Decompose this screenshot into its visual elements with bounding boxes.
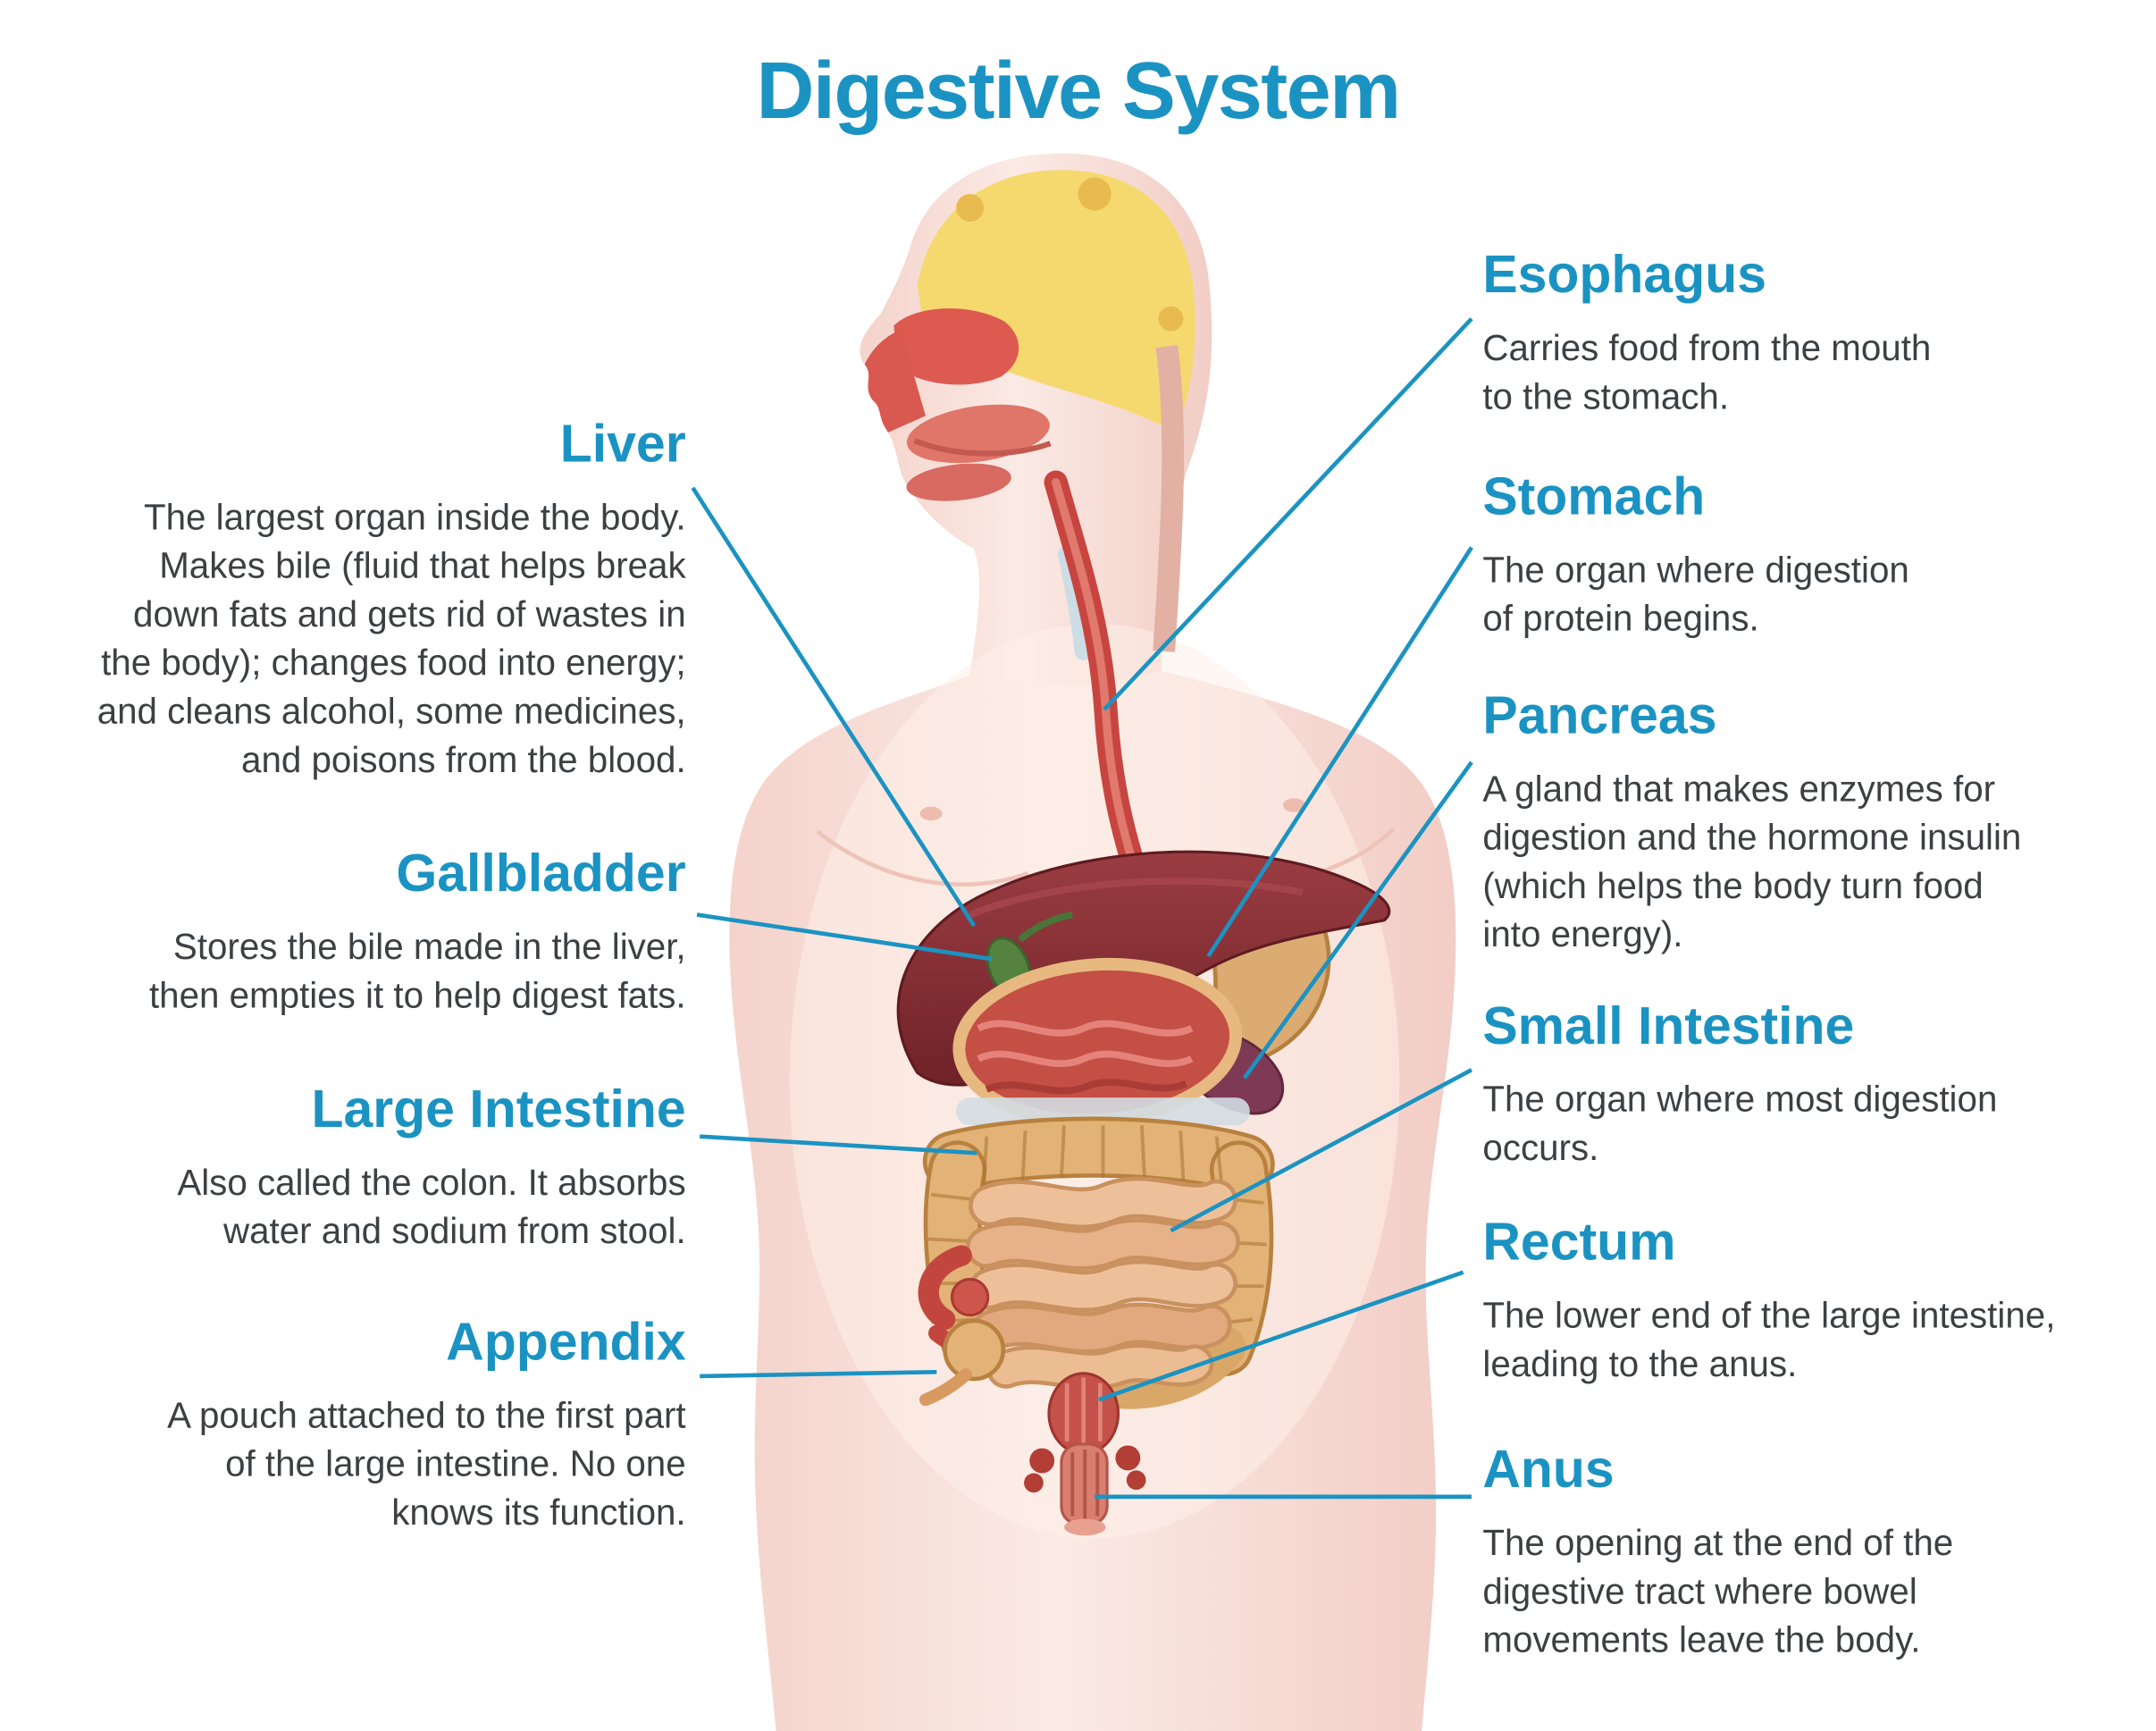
- esophagus-heading: Esophagus: [1482, 247, 1766, 306]
- stomach-leader-line: [1206, 546, 1473, 958]
- label-appendix: Appendix A pouch attached to the first p…: [0, 1314, 686, 1536]
- label-pancreas: Pancreas A gland that makes enzymes for …: [1482, 687, 2156, 958]
- appendix-illustration: [919, 1368, 972, 1407]
- small-intestine-description: The organ where most digestion occurs.: [1482, 1078, 1998, 1168]
- large-intestine-description: Also called the colon. It absorbs water …: [177, 1161, 686, 1251]
- nipple-left: [919, 806, 943, 821]
- liver-description: The largest organ inside the body. Makes…: [96, 495, 686, 780]
- label-stomach: Stomach The organ where digestion of pro…: [1482, 468, 2156, 643]
- label-liver: Liver The largest organ inside the body.…: [0, 416, 686, 784]
- gallbladder-leader-line: [696, 912, 993, 962]
- skull-bone: [917, 170, 1195, 433]
- appendix-leader-line: [700, 1369, 937, 1379]
- esophagus-leader-line: [1103, 317, 1473, 711]
- spine: [1153, 345, 1185, 652]
- label-large-intestine: Large Intestine Also called the colon. I…: [0, 1080, 686, 1256]
- label-gallbladder: Gallbladder Stores the bile made in the …: [0, 845, 686, 1020]
- small-intestine-coils: [965, 1176, 1240, 1391]
- esophagus-description: Carries food from the mouth to the stoma…: [1482, 326, 1932, 417]
- stomach-heading: Stomach: [1482, 468, 1706, 527]
- head-cross-section: [864, 170, 1195, 652]
- large-intestine-heading: Large Intestine: [311, 1080, 686, 1139]
- gallbladder-heading: Gallbladder: [396, 844, 686, 904]
- label-small-intestine: Small Intestine The organ where most dig…: [1482, 998, 2156, 1172]
- stomach-description: The organ where digestion of protein beg…: [1482, 548, 1909, 639]
- appendix-heading: Appendix: [446, 1314, 686, 1373]
- liver-leader-line: [691, 486, 977, 928]
- rectum-leader-line: [1098, 1270, 1464, 1402]
- pancreas-heading: Pancreas: [1482, 687, 1717, 746]
- label-rectum: Rectum The lower end of the large intest…: [1482, 1214, 2156, 1389]
- appendix-description: A pouch attached to the first part of th…: [167, 1393, 686, 1533]
- label-anus: Anus The opening at the end of the diges…: [1482, 1441, 2156, 1664]
- small-intestine-heading: Small Intestine: [1482, 997, 1855, 1056]
- intestines-illustration: [918, 1097, 1275, 1409]
- large-intestine-leader-line: [700, 1134, 977, 1155]
- pancreas-leader-line: [1242, 760, 1473, 1080]
- rectum-description: The lower end of the large intestine, le…: [1482, 1293, 2056, 1384]
- anus-description: The opening at the end of the digestive …: [1482, 1521, 1954, 1660]
- gallbladder-description: Stores the bile made in the liver, then …: [148, 925, 686, 1016]
- cecum: [943, 1318, 1006, 1382]
- nipple-right: [1283, 798, 1305, 812]
- anus-heading: Anus: [1482, 1441, 1615, 1500]
- rectum-illustration: [1024, 1372, 1146, 1536]
- page-title: Digestive System: [756, 46, 1401, 136]
- label-esophagus: Esophagus Carries food from the mouth to…: [1482, 247, 2156, 421]
- small-intestine-leader-line: [1170, 1068, 1473, 1233]
- mouth-floor: [906, 463, 1011, 501]
- face-section: [864, 330, 926, 433]
- rectum-heading: Rectum: [1482, 1214, 1676, 1273]
- leader-lines: [691, 317, 1473, 1500]
- nasal-cavity: [893, 308, 1019, 385]
- pancreas-description: A gland that makes enzymes for digestion…: [1482, 767, 2022, 955]
- liver-heading: Liver: [559, 416, 686, 475]
